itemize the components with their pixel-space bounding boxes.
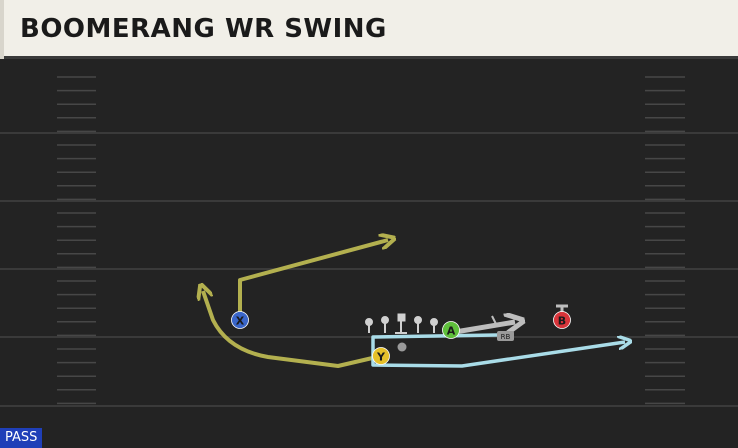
player-label: Y bbox=[376, 351, 386, 364]
quarterback-icon bbox=[397, 342, 407, 352]
player-b[interactable]: B bbox=[553, 311, 571, 329]
lineman-icon bbox=[365, 318, 373, 333]
route-rb-tick bbox=[491, 315, 498, 327]
lineman-icon bbox=[430, 318, 438, 333]
hash-marks bbox=[57, 76, 685, 405]
route-x bbox=[238, 240, 388, 318]
route-rb bbox=[454, 322, 515, 335]
rb-tag-label: RB bbox=[501, 333, 511, 341]
player-label: A bbox=[447, 325, 456, 338]
play-title: BOOMERANG WR SWING bbox=[20, 14, 387, 44]
player-y[interactable]: Y bbox=[372, 347, 390, 365]
player-x[interactable]: X bbox=[231, 311, 249, 329]
offensive-line bbox=[365, 313, 438, 334]
route-a bbox=[371, 333, 625, 368]
lineman-icon bbox=[381, 316, 389, 333]
title-bar: BOOMERANG WR SWING bbox=[0, 0, 738, 59]
title-accent bbox=[0, 0, 4, 59]
player-a[interactable]: A bbox=[442, 321, 460, 339]
route-y bbox=[203, 291, 382, 368]
yard-lines bbox=[0, 132, 738, 407]
lineman-icon bbox=[414, 316, 422, 333]
player-label: X bbox=[236, 315, 245, 328]
play-field bbox=[0, 59, 738, 448]
player-label: B bbox=[558, 315, 566, 328]
center-icon bbox=[395, 313, 407, 334]
play-type-badge: PASS bbox=[0, 428, 43, 448]
rb-tag: RB bbox=[497, 331, 514, 341]
